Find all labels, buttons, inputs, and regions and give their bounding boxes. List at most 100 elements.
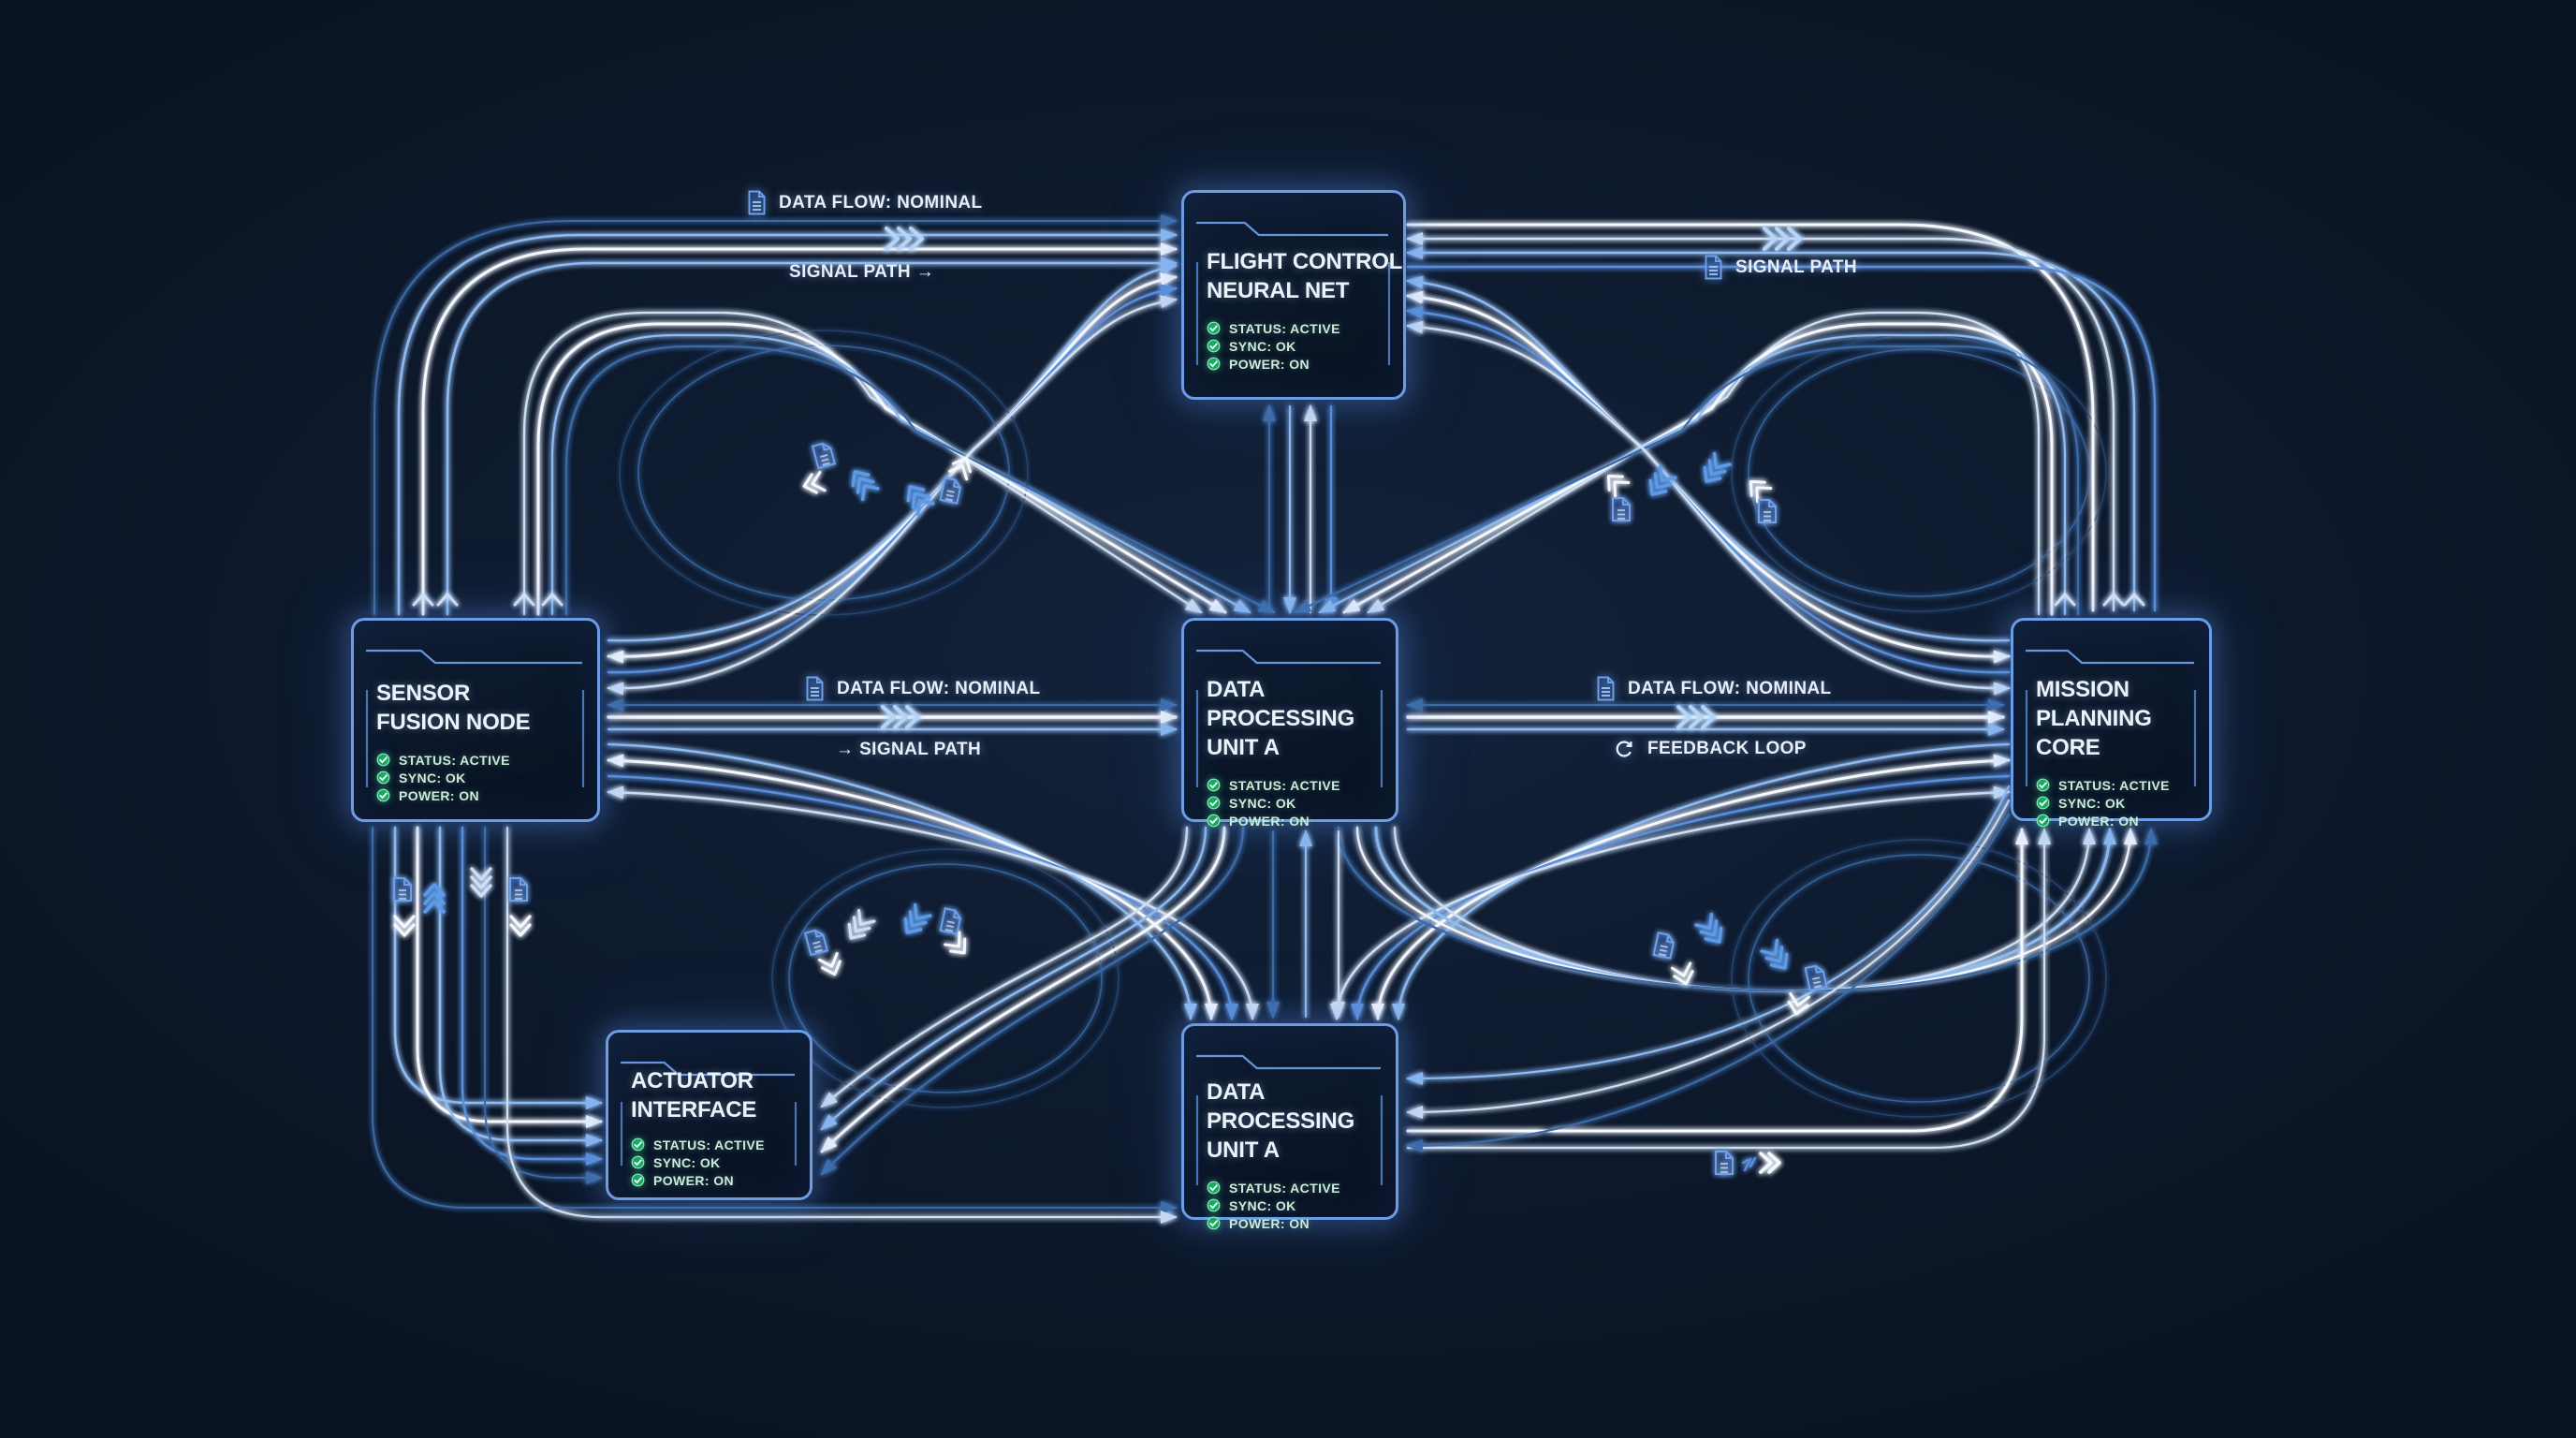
document-icon (805, 676, 825, 701)
check-circle-icon (1207, 1181, 1221, 1195)
wire-lines (372, 214, 2158, 1224)
chevron-icon (1648, 464, 1677, 496)
flow-label-text: DATA FLOW: NOMINAL (837, 678, 1041, 698)
document-icon (1704, 255, 1723, 280)
chevron-icon (906, 485, 935, 517)
speed-chevrons-icon (885, 227, 924, 251)
check-circle-icon (1207, 1198, 1221, 1212)
status-label: POWER: ON (399, 787, 480, 803)
status-item: POWER: ON (631, 1171, 810, 1189)
chevron-icon (851, 470, 880, 502)
document-icon (1804, 964, 1828, 991)
chevron-icon (1787, 991, 1810, 1016)
node-flight-control-neural-net: FLIGHT CONTROL NEURAL NET STATUS: ACTIVE… (1181, 190, 1406, 400)
status-label: SYNC: OK (1229, 1197, 1296, 1213)
document-icon (811, 442, 837, 470)
status-item: STATUS: ACTIVE (1207, 1179, 1396, 1196)
flow-label-text: DATA FLOW: NOMINAL (779, 192, 983, 213)
status-label: POWER: ON (1229, 813, 1310, 829)
node-status-list: STATUS: ACTIVE SYNC: OK POWER: ON (1207, 1179, 1396, 1232)
status-item: POWER: ON (376, 786, 597, 804)
node-title-line-1: SENSOR (376, 681, 471, 706)
signal-icon (1741, 1156, 1757, 1172)
flow-label-text: SIGNAL PATH (1735, 257, 1858, 277)
node-sensor-fusion-node: SENSOR FUSION NODE STATUS: ACTIVE SYNC: … (351, 618, 600, 822)
check-circle-icon (376, 753, 390, 767)
status-label: STATUS: ACTIVE (1229, 777, 1340, 793)
check-circle-icon (376, 788, 390, 802)
status-item: STATUS: ACTIVE (1207, 776, 1396, 794)
document-icon (1652, 932, 1675, 960)
status-label: SYNC: OK (1229, 338, 1296, 354)
status-label: STATUS: ACTIVE (653, 1137, 765, 1152)
document-icon (393, 877, 412, 902)
chevron-icon (1606, 474, 1631, 498)
status-item: SYNC: OK (631, 1153, 810, 1171)
chevron-up-icon (2102, 593, 2125, 607)
node-title: DATA PROCESSING UNIT A (1207, 621, 1396, 762)
status-item: POWER: ON (1207, 1214, 1396, 1232)
check-circle-icon (1207, 1216, 1221, 1230)
flow-label-center-right-data-flow: DATA FLOW: NOMINAL (1596, 676, 1832, 701)
flow-label-center-left-data-flow: DATA FLOW: NOMINAL (805, 676, 1041, 701)
document-icon (509, 877, 528, 902)
check-circle-icon (376, 770, 390, 785)
chevron-up-icon (513, 593, 535, 607)
node-title-line-1: DATA PROCESSING (1207, 1079, 1355, 1134)
flow-label-text: FEEDBACK LOOP (1647, 739, 1807, 758)
status-item: SYNC: OK (1207, 794, 1396, 812)
node-title: FLIGHT CONTROL NEURAL NET (1207, 193, 1403, 305)
node-title: MISSION PLANNING CORE (2036, 621, 2209, 762)
chevron-icon (1670, 961, 1694, 986)
chevron-icon (393, 915, 416, 937)
node-status-list: STATUS: ACTIVE SYNC: OK POWER: ON (631, 1136, 810, 1189)
chevron-up-icon (2123, 593, 2145, 607)
status-item: SYNC: OK (1207, 1196, 1396, 1214)
node-title-line-1: ACTUATOR (631, 1068, 754, 1093)
check-circle-icon (2036, 814, 2050, 828)
status-label: STATUS: ACTIVE (1229, 320, 1340, 336)
status-item: STATUS: ACTIVE (2036, 776, 2209, 794)
check-circle-icon (1207, 339, 1221, 353)
document-icon (1596, 676, 1616, 701)
chevron-icon (802, 470, 827, 494)
status-label: POWER: ON (1229, 356, 1310, 372)
node-status-list: STATUS: ACTIVE SYNC: OK POWER: ON (1207, 319, 1403, 373)
chevron-icon (1760, 938, 1789, 970)
check-circle-icon (2036, 796, 2050, 810)
document-icon (939, 477, 961, 505)
chevron-icon (423, 883, 446, 914)
node-title-line-1: DATA PROCESSING (1207, 677, 1355, 731)
check-circle-icon (1207, 321, 1221, 335)
flow-label-top-left-signal-path: SIGNAL PATH → (789, 262, 934, 283)
status-item: STATUS: ACTIVE (1207, 319, 1403, 337)
document-icon (1715, 1151, 1734, 1175)
node-actuator-interface: ACTUATOR INTERFACE STATUS: ACTIVE SYNC: … (606, 1030, 812, 1200)
chevron-icon (509, 915, 532, 937)
flow-label-center-left-signal-path: → SIGNAL PATH (836, 740, 981, 760)
chevron-icon (847, 909, 876, 940)
speed-chevrons-icon (1763, 227, 1802, 251)
chevron-up-icon (412, 593, 434, 607)
status-label: POWER: ON (2058, 813, 2140, 829)
check-circle-icon (2036, 778, 2050, 792)
document-icon (1758, 499, 1777, 523)
check-circle-icon (631, 1137, 645, 1152)
chevron-icon (470, 867, 492, 898)
status-label: POWER: ON (1229, 1215, 1310, 1231)
node-title: SENSOR FUSION NODE (376, 621, 597, 737)
chevron-up-icon (2054, 593, 2076, 607)
status-label: SYNC: OK (399, 770, 466, 785)
chevron-icon (817, 951, 842, 976)
status-label: POWER: ON (653, 1172, 735, 1188)
status-item: SYNC: OK (2036, 794, 2209, 812)
chevron-icon (1694, 912, 1723, 944)
node-title: ACTUATOR INTERFACE (631, 1033, 810, 1124)
chevron-icon (944, 931, 967, 955)
document-icon (939, 907, 961, 935)
status-item: SYNC: OK (376, 769, 597, 786)
node-title-line-1: FLIGHT CONTROL (1207, 249, 1403, 274)
status-label: STATUS: ACTIVE (399, 752, 510, 768)
chevron-icon (1749, 479, 1773, 504)
